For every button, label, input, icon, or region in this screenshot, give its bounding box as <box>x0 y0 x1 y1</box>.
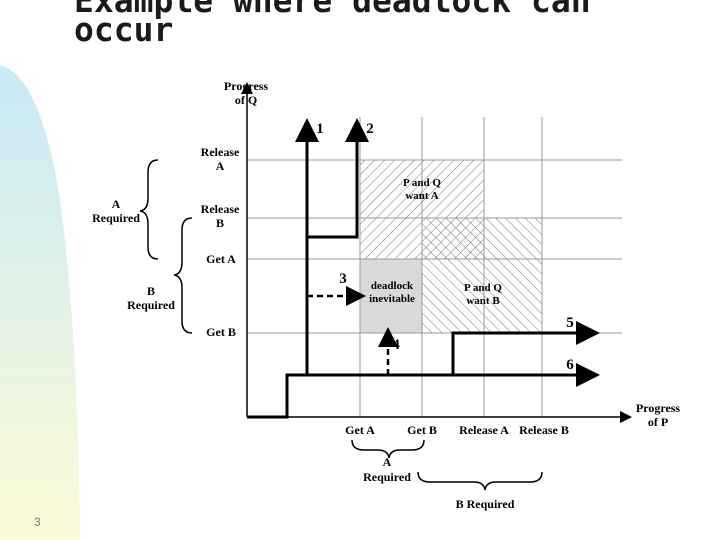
x-tick-release-b: Release B <box>519 423 569 437</box>
y-tick-get-a: Get A <box>206 252 236 266</box>
x-tick-get-a: Get A <box>345 423 375 437</box>
path-label-4: 4 <box>392 337 400 353</box>
x-axis-label-line-1: Progress <box>636 401 681 415</box>
region-deadlock-label-line-2: inevitable <box>369 293 415 305</box>
path-label-1: 1 <box>316 121 324 137</box>
grid-lines <box>247 117 622 416</box>
brace-bottom-a-label-line-1: A <box>383 455 392 469</box>
region-pq-want-a-label-line-2: want A <box>405 190 438 202</box>
brace-bottom-b-label: B Required <box>456 497 515 511</box>
region-deadlock-label-line-1: deadlock <box>371 280 414 292</box>
slide-number: 3 <box>34 515 41 529</box>
slide-title: Example where deadlock can occur <box>74 0 591 49</box>
region-pq-want-b-label-line-2: want B <box>466 295 500 307</box>
y-axis-label-line-2: of Q <box>235 93 257 107</box>
slide-accent-bar <box>0 65 80 540</box>
y-tick-release-a-line-2: A <box>216 159 225 173</box>
path-label-2: 2 <box>366 121 374 137</box>
y-tick-release-b-line-1: Release <box>201 202 240 216</box>
y-axis-label-line-1: Progress <box>224 79 269 93</box>
execution-path-5 <box>451 321 600 375</box>
brace-left-b <box>173 217 193 334</box>
brace-left-a <box>139 159 159 260</box>
region-pq-want-b <box>422 218 542 333</box>
x-axis-label-line-2: of P <box>648 415 668 429</box>
brace-bottom-a-label-line-2: Required <box>363 470 411 484</box>
brace-bottom-b <box>417 471 543 491</box>
brace-left-b-label-line-2: Required <box>127 298 175 312</box>
y-tick-get-b: Get B <box>206 325 236 339</box>
region-pq-want-a-label-line-1: P and Q <box>403 177 441 189</box>
path-label-5: 5 <box>566 315 574 331</box>
brace-left-a-label-line-1: A <box>112 197 121 211</box>
brace-bottom-a <box>351 439 425 459</box>
brace-left-a-label-line-2: Required <box>92 211 140 225</box>
path-label-6: 6 <box>566 357 574 373</box>
x-tick-release-a: Release A <box>459 423 509 437</box>
region-deadlock-inevitable <box>360 259 422 333</box>
x-tick-get-b: Get B <box>407 423 437 437</box>
y-tick-release-b-line-2: B <box>216 216 224 230</box>
region-hatch-layer <box>360 160 542 333</box>
brace-left-b-label-line-1: B <box>147 284 155 298</box>
slide-title-line-2: occur <box>74 10 174 49</box>
slide-title-line-1: Example where deadlock can <box>74 0 591 20</box>
region-pq-want-b-label-line-1: P and Q <box>464 282 502 294</box>
y-tick-release-a-line-1: Release <box>201 145 240 159</box>
path-label-3: 3 <box>339 271 347 287</box>
execution-path-2 <box>307 118 369 239</box>
